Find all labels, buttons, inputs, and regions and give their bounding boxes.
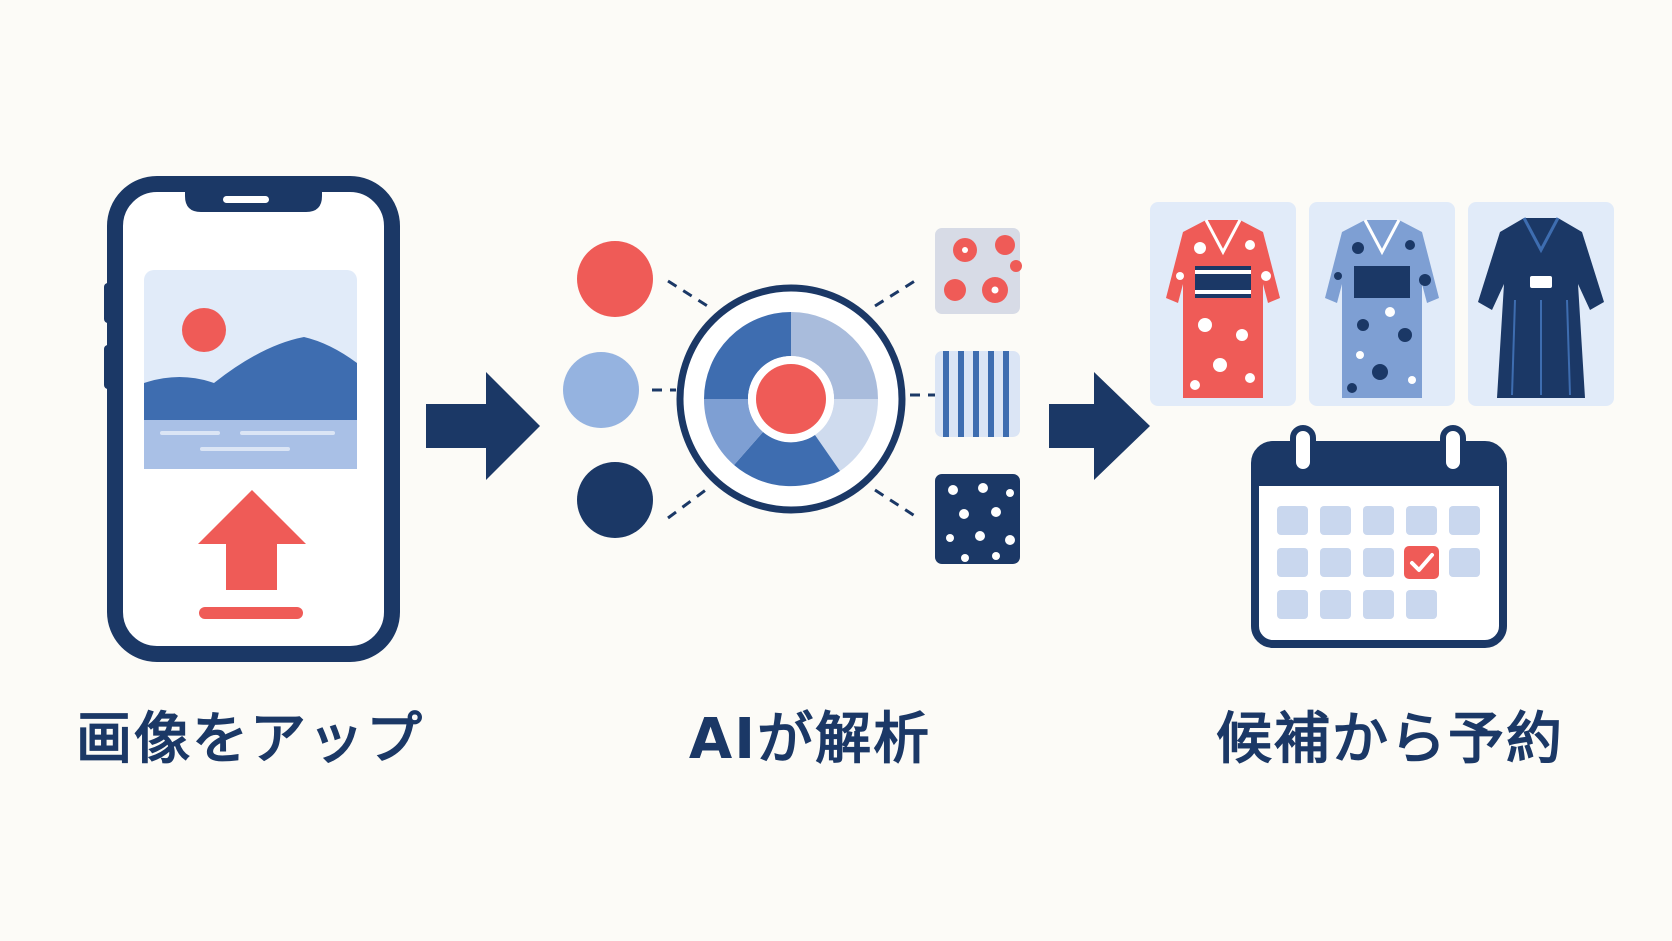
checkmark-icon — [1404, 546, 1439, 579]
striped-swatch — [935, 351, 1020, 437]
dashed-connectors — [652, 277, 935, 520]
landscape-photo-icon — [144, 270, 357, 469]
color-swatch-icons — [563, 241, 653, 538]
step-label-upload: 画像をアップ — [76, 707, 424, 772]
polka-dot-swatch — [935, 474, 1020, 564]
upload-arrow-icon — [198, 490, 306, 619]
step-label-reserve: 候補から予約 — [1216, 707, 1564, 772]
red-kimono — [1166, 219, 1280, 398]
blue-kimono — [1325, 219, 1439, 398]
navy-hakama — [1478, 217, 1604, 398]
ai-analysis-ring-icon — [676, 284, 906, 514]
kimono-icons — [1150, 202, 1614, 406]
right-arrow-icon — [1049, 372, 1150, 480]
right-arrow-icon — [426, 372, 540, 480]
step-label-analyze: AIが解析 — [688, 707, 932, 772]
calendar-icon — [1251, 425, 1507, 648]
pattern-swatch-icons — [935, 228, 1022, 564]
floral-swatch — [935, 228, 1022, 314]
